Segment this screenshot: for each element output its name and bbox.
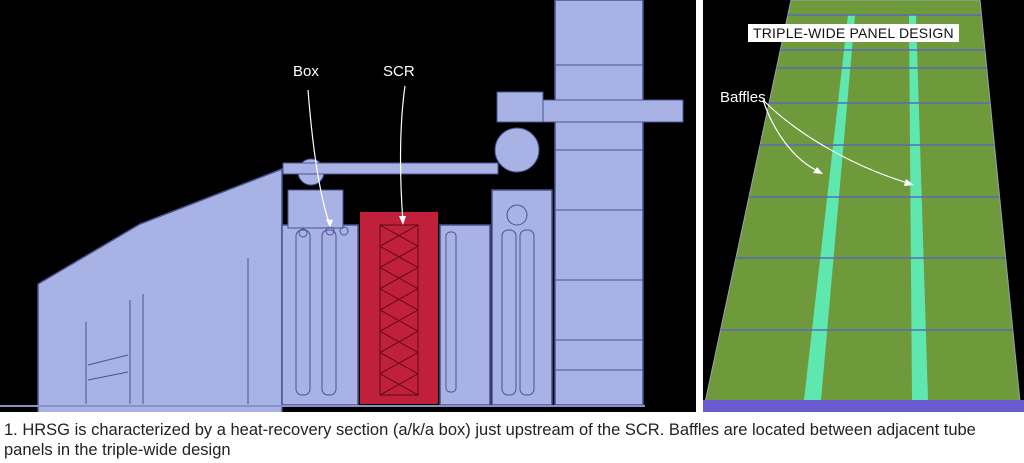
hrsg-elevation-figure: Box SCR	[0, 0, 696, 412]
scr-arrow	[399, 85, 406, 223]
panel-drawing	[703, 0, 1024, 412]
hrsg-drawing	[0, 0, 684, 412]
figure-caption: 1. HRSG is characterized by a heat-recov…	[4, 421, 976, 459]
header-pipe	[282, 162, 499, 175]
baffles-label: Baffles	[720, 89, 766, 106]
baffle-left	[804, 15, 855, 400]
box-section	[281, 224, 359, 406]
box-label: Box	[293, 63, 319, 80]
baffle-right	[909, 15, 928, 400]
panel-design-title: TRIPLE-WIDE PANEL DESIGN	[748, 24, 959, 42]
triple-wide-panel-figure: Baffles	[703, 0, 1024, 412]
scr-label: SCR	[383, 63, 415, 80]
inlet-duct	[37, 167, 283, 412]
tube-panels	[703, 0, 1022, 412]
scr-section	[360, 212, 438, 404]
box-arrow	[307, 89, 331, 227]
exhaust-stack	[554, 0, 644, 406]
